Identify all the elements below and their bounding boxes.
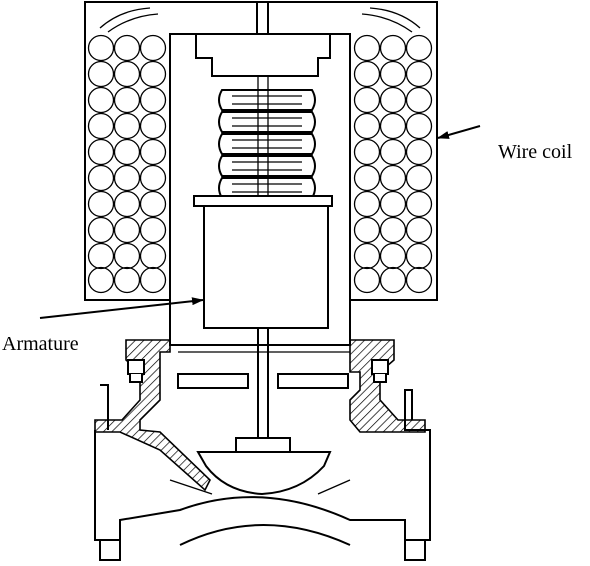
coil-wire-turn <box>87 60 115 88</box>
coil-wire-turn <box>87 164 115 192</box>
coil-wire-turn <box>87 216 115 244</box>
spring-turn-inner <box>232 183 302 193</box>
coil-wire-turn <box>379 60 407 88</box>
top-plug <box>195 33 331 77</box>
coil-wire-turn <box>405 190 433 218</box>
valve-body <box>94 389 431 541</box>
coil-wire-turn <box>353 164 381 192</box>
coil-wire-turn <box>379 138 407 166</box>
coil-wire-turn <box>405 266 433 294</box>
coil-wire-turn <box>113 112 141 140</box>
coil-wire-turn <box>405 164 433 192</box>
armature-arrow <box>39 297 204 319</box>
coil-wire-turn <box>113 60 141 88</box>
coil-wire-turn <box>405 216 433 244</box>
coil-wire-turn <box>379 190 407 218</box>
coil-wire-turn <box>353 216 381 244</box>
coil-wire-turn <box>113 138 141 166</box>
disc-neck <box>235 437 291 453</box>
coil-wire-turn <box>139 190 167 218</box>
bolt-right <box>371 359 389 383</box>
coil-wire-turn <box>353 266 381 294</box>
armature-cap <box>193 195 333 207</box>
coil-wire-turn <box>353 86 381 114</box>
bonnet-right <box>349 339 426 433</box>
coil-wire-turn <box>379 164 407 192</box>
spring-turn-inner <box>232 161 302 171</box>
coil-wire-turn <box>87 138 115 166</box>
wire-coil-label: Wire coil <box>498 141 573 163</box>
coil-wire-turn <box>113 34 141 62</box>
wire-coil-arrow <box>437 125 481 139</box>
spring <box>218 89 316 199</box>
coil-wire-turn <box>113 86 141 114</box>
coil-wire-turn <box>139 112 167 140</box>
spring-turn-inner <box>232 139 302 149</box>
wire-coil-right <box>353 34 433 294</box>
coil-wire-turn <box>87 242 115 270</box>
coil-wire-turn <box>113 164 141 192</box>
coil-wire-turn <box>353 112 381 140</box>
coil-wire-turn <box>139 138 167 166</box>
spring-turn <box>218 155 316 177</box>
coil-wire-turn <box>353 34 381 62</box>
bolt-left <box>127 359 145 383</box>
armature-body <box>203 205 329 329</box>
coil-wire-turn <box>405 242 433 270</box>
coil-wire-turn <box>87 34 115 62</box>
spring-turn-inner <box>232 117 302 127</box>
seat-right <box>317 479 351 495</box>
valve-disc <box>196 451 332 496</box>
bonnet-bar-left <box>177 373 249 389</box>
spring-turn <box>218 111 316 133</box>
coil-wire-turn <box>405 60 433 88</box>
coil-wire-turn <box>113 216 141 244</box>
bonnet-bar-right <box>277 373 349 389</box>
coil-wire-turn <box>405 112 433 140</box>
seat-left <box>169 479 213 495</box>
coil-wire-turn <box>139 242 167 270</box>
coil-wire-turn <box>379 86 407 114</box>
spring-turn-inner <box>232 95 302 105</box>
coil-wire-turn <box>87 86 115 114</box>
coil-wire-turn <box>379 242 407 270</box>
coil-wire-turn <box>139 164 167 192</box>
valve-body-top-left <box>100 384 109 430</box>
bonnet-left <box>94 339 211 492</box>
coil-wire-turn <box>353 190 381 218</box>
housing-top-arcs <box>99 7 421 33</box>
coil-wire-turn <box>113 242 141 270</box>
coil-wire-turn <box>139 34 167 62</box>
wire-coil-left <box>87 34 167 294</box>
coil-wire-turn <box>113 266 141 294</box>
coil-wire-turn <box>87 266 115 294</box>
valve-body-lower-curve <box>179 524 351 546</box>
coil-wire-turn <box>405 34 433 62</box>
coil-wire-turn <box>405 86 433 114</box>
coil-wire-turn <box>405 138 433 166</box>
coil-wire-turn <box>353 60 381 88</box>
spring-turn <box>218 133 316 155</box>
coil-wire-turn <box>379 112 407 140</box>
coil-wire-turn <box>353 242 381 270</box>
coil-wire-turn <box>139 266 167 294</box>
coil-wire-turn <box>379 216 407 244</box>
valve-body-base <box>99 540 426 561</box>
coil-wire-turn <box>139 216 167 244</box>
coil-wire-turn <box>139 86 167 114</box>
armature-label: Armature <box>2 333 79 355</box>
coil-wire-turn <box>139 60 167 88</box>
coil-wire-turn <box>353 138 381 166</box>
coil-wire-turn <box>87 190 115 218</box>
coil-wire-turn <box>87 112 115 140</box>
coil-wire-turn <box>379 34 407 62</box>
coil-wire-turn <box>379 266 407 294</box>
spring-turn <box>218 89 316 111</box>
coil-wire-turn <box>113 190 141 218</box>
